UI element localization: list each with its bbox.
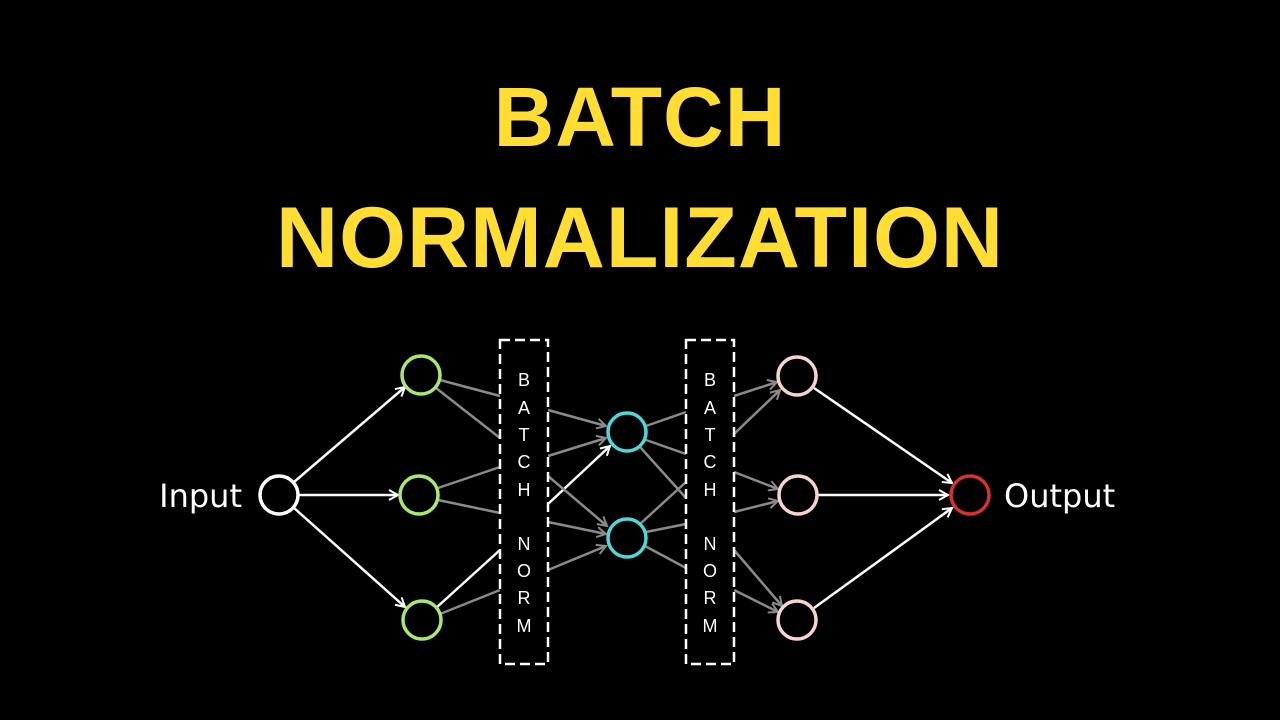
bn2-letter-h: H <box>704 480 717 500</box>
edges-layer1-to-batchnorm1 <box>435 378 501 616</box>
bn2-letter-r: R <box>704 588 717 608</box>
bn1-letter-r: R <box>518 588 531 608</box>
bn1-letter-o: O <box>517 561 531 581</box>
bn2-letter-o: O <box>703 561 717 581</box>
layer1-node <box>398 474 440 516</box>
bn2-letter-m: M <box>703 616 718 636</box>
bn2-letter-n: N <box>704 534 717 554</box>
bn1-letter-n: N <box>518 534 531 554</box>
layer3-nodes <box>776 355 819 641</box>
bn2-letter-b: B <box>704 370 716 390</box>
bn1-letter-t: T <box>519 425 530 445</box>
bn1-letter-b: B <box>518 370 530 390</box>
edges-input-to-layer1 <box>293 387 405 607</box>
batchnorm-label-2: B A T C H N O R M <box>703 370 718 636</box>
edges-batchnorm1-to-layer2 <box>547 408 610 572</box>
layer1-nodes <box>398 354 443 641</box>
title-line-2: NORMALIZATION <box>276 190 1004 286</box>
bn1-letter-h: H <box>518 480 531 500</box>
edges-batchnorm2-to-layer3 <box>733 382 782 612</box>
bn1-letter-c: C <box>518 452 531 472</box>
batchnorm-box-1: B A T C H N O R M <box>498 338 550 666</box>
layer2-nodes <box>606 411 648 559</box>
batchnorm-box-2: B A T C H N O R M <box>684 338 736 666</box>
output-label: Output <box>1004 477 1115 515</box>
bn2-letter-t: T <box>705 425 716 445</box>
layer1-node <box>401 599 443 641</box>
layer2-node <box>606 517 648 559</box>
layer2-node <box>606 411 648 453</box>
layer3-node <box>776 599 818 641</box>
title-line-1: BATCH <box>493 70 787 164</box>
edges-layer3-to-output <box>813 386 952 610</box>
edges-layer2-to-batchnorm2 <box>639 410 687 570</box>
bn2-letter-c: C <box>704 452 717 472</box>
input-node <box>258 474 300 516</box>
input-label: Input <box>159 477 242 515</box>
layer3-node <box>777 474 819 516</box>
bn1-letter-a: A <box>518 398 530 418</box>
output-node <box>949 474 991 516</box>
layer1-node <box>400 354 442 396</box>
batchnorm-label-1: B A T C H N O R M <box>517 370 532 636</box>
layer3-node <box>776 355 818 397</box>
bn2-letter-a: A <box>704 398 716 418</box>
bn1-letter-m: M <box>517 616 532 636</box>
